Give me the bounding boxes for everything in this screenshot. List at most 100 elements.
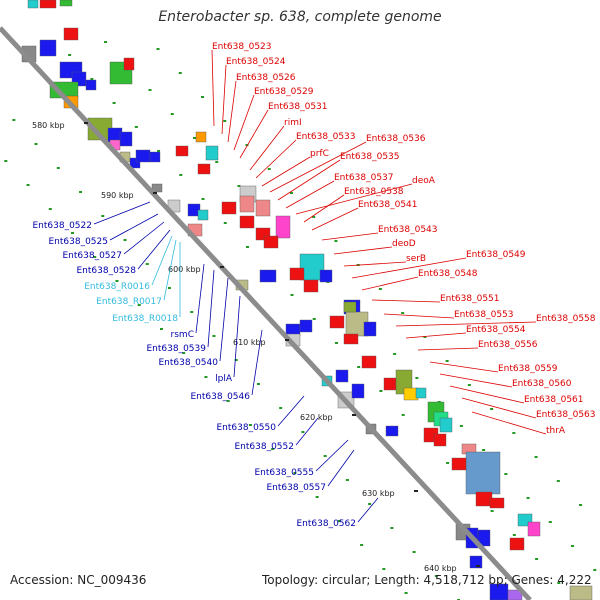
gene-label[interactable]: Ent638_0535 xyxy=(340,152,400,162)
tick-mark xyxy=(571,545,575,547)
gene-label[interactable]: Ent638_0523 xyxy=(212,42,272,52)
gene-label[interactable]: Ent638_0561 xyxy=(524,395,584,405)
gene-label[interactable]: Ent638_0551 xyxy=(440,294,500,304)
gene-label[interactable]: Ent638_0552 xyxy=(234,442,294,452)
gene-feature xyxy=(27,0,39,9)
tick-mark xyxy=(68,54,72,56)
label-leader xyxy=(269,141,367,193)
gene-feature xyxy=(475,491,493,507)
gene-label[interactable]: Ent638_0525 xyxy=(48,237,108,247)
gene-label[interactable]: Ent638_0529 xyxy=(254,87,314,97)
gene-label[interactable]: Ent638_0537 xyxy=(334,173,394,183)
gene-label[interactable]: serB xyxy=(406,254,426,264)
gene-feature xyxy=(439,417,453,433)
kbp-label: 630 kbp xyxy=(362,489,395,498)
gene-feature xyxy=(195,131,207,143)
label-leader xyxy=(255,139,297,179)
gene-label[interactable]: Ent638_0528 xyxy=(76,266,136,276)
gene-label[interactable]: Ent638_0558 xyxy=(536,314,596,324)
gene-label[interactable]: Ent638_0562 xyxy=(296,519,356,529)
gene-label[interactable]: Ent638_0548 xyxy=(418,269,478,279)
gene-feature xyxy=(569,585,593,600)
gene-label[interactable]: Ent638_0560 xyxy=(512,379,572,389)
gene-feature xyxy=(361,355,377,369)
tick-mark xyxy=(434,575,438,577)
gene-label[interactable]: Ent638_R0018 xyxy=(112,314,178,324)
tick-mark xyxy=(192,137,196,139)
tick-mark xyxy=(467,384,471,386)
gene-label[interactable]: deoD xyxy=(392,239,416,249)
tick-mark xyxy=(271,448,275,450)
gene-label[interactable]: Ent638_0559 xyxy=(498,364,558,374)
gene-feature xyxy=(197,163,211,175)
gene-label[interactable]: Ent638_0538 xyxy=(344,187,404,197)
gene-label[interactable]: Ent638_0531 xyxy=(268,102,328,112)
tick-mark xyxy=(512,432,516,434)
gene-label[interactable]: thrA xyxy=(546,426,566,436)
gene-label[interactable]: Ent638_0554 xyxy=(466,325,526,335)
tick-mark xyxy=(404,592,408,594)
gene-label[interactable]: Ent638_0527 xyxy=(62,251,122,261)
gene-label[interactable]: Ent638_0522 xyxy=(32,221,92,231)
gene-label[interactable]: Ent638_0533 xyxy=(296,132,356,142)
tick-mark xyxy=(4,160,8,162)
gene-feature xyxy=(433,433,447,447)
gene-label[interactable]: Ent638_0549 xyxy=(466,250,526,260)
gene-label[interactable]: rsmC xyxy=(171,330,194,340)
gene-feature xyxy=(351,383,365,399)
gene-label[interactable]: Ent638_R0016 xyxy=(84,282,150,292)
gene-features xyxy=(21,0,593,600)
tick-mark xyxy=(223,222,227,224)
tick-mark xyxy=(312,318,316,320)
label-leader xyxy=(277,395,305,427)
gene-label[interactable]: Ent638_0526 xyxy=(236,73,296,83)
gene-label[interactable]: Ent638_0556 xyxy=(478,340,538,350)
kbp-label: 600 kbp xyxy=(168,265,201,274)
tick-mark xyxy=(379,390,383,392)
gene-label[interactable]: Ent638_0541 xyxy=(358,200,418,210)
label-leader xyxy=(207,269,215,348)
label-leader xyxy=(249,125,285,171)
gene-label[interactable]: Ent638_0546 xyxy=(190,392,250,402)
gene-feature xyxy=(363,321,377,337)
tick-mark xyxy=(115,280,119,282)
gene-label[interactable]: Ent638_0536 xyxy=(366,134,426,144)
tick-mark xyxy=(226,400,230,402)
tick-mark xyxy=(357,366,361,368)
gene-feature xyxy=(383,377,397,391)
gene-label[interactable]: rimI xyxy=(284,118,302,128)
gene-label[interactable]: Ent638_0563 xyxy=(536,410,596,420)
gene-label[interactable]: Ent638_0539 xyxy=(146,344,206,354)
label-leader xyxy=(383,313,455,319)
gene-label[interactable]: Ent638_0555 xyxy=(254,468,314,478)
gene-label[interactable]: Ent638_R0017 xyxy=(96,297,162,307)
gene-label[interactable]: lplA xyxy=(215,374,233,384)
label-leader xyxy=(285,180,335,209)
gene-feature xyxy=(263,235,279,249)
tick-mark xyxy=(215,161,219,163)
gene-label[interactable]: Ent638_0550 xyxy=(216,423,276,433)
tick-marks xyxy=(4,41,597,600)
kbp-tick xyxy=(84,122,88,124)
gene-feature xyxy=(335,369,349,383)
gene-label[interactable]: deoA xyxy=(412,176,436,186)
tick-mark xyxy=(412,551,416,553)
tick-mark xyxy=(212,335,216,337)
tick-mark xyxy=(12,119,16,121)
label-leader xyxy=(219,277,229,362)
label-leader xyxy=(295,183,413,215)
tick-mark xyxy=(334,342,338,344)
gene-label[interactable]: prfC xyxy=(310,149,329,159)
tick-mark xyxy=(415,377,419,379)
gene-feature xyxy=(39,39,57,57)
tick-mark xyxy=(56,167,60,169)
gene-label[interactable]: Ent638_0540 xyxy=(158,358,218,368)
gene-label[interactable]: Ent638_0553 xyxy=(454,310,514,320)
gene-label[interactable]: Ent638_0557 xyxy=(266,483,326,493)
label-leader xyxy=(239,109,269,159)
gene-label[interactable]: Ent638_0524 xyxy=(226,57,286,67)
gene-feature xyxy=(343,333,359,345)
gene-feature xyxy=(527,521,541,537)
tick-mark xyxy=(548,521,552,523)
gene-label[interactable]: Ent638_0543 xyxy=(378,225,438,235)
